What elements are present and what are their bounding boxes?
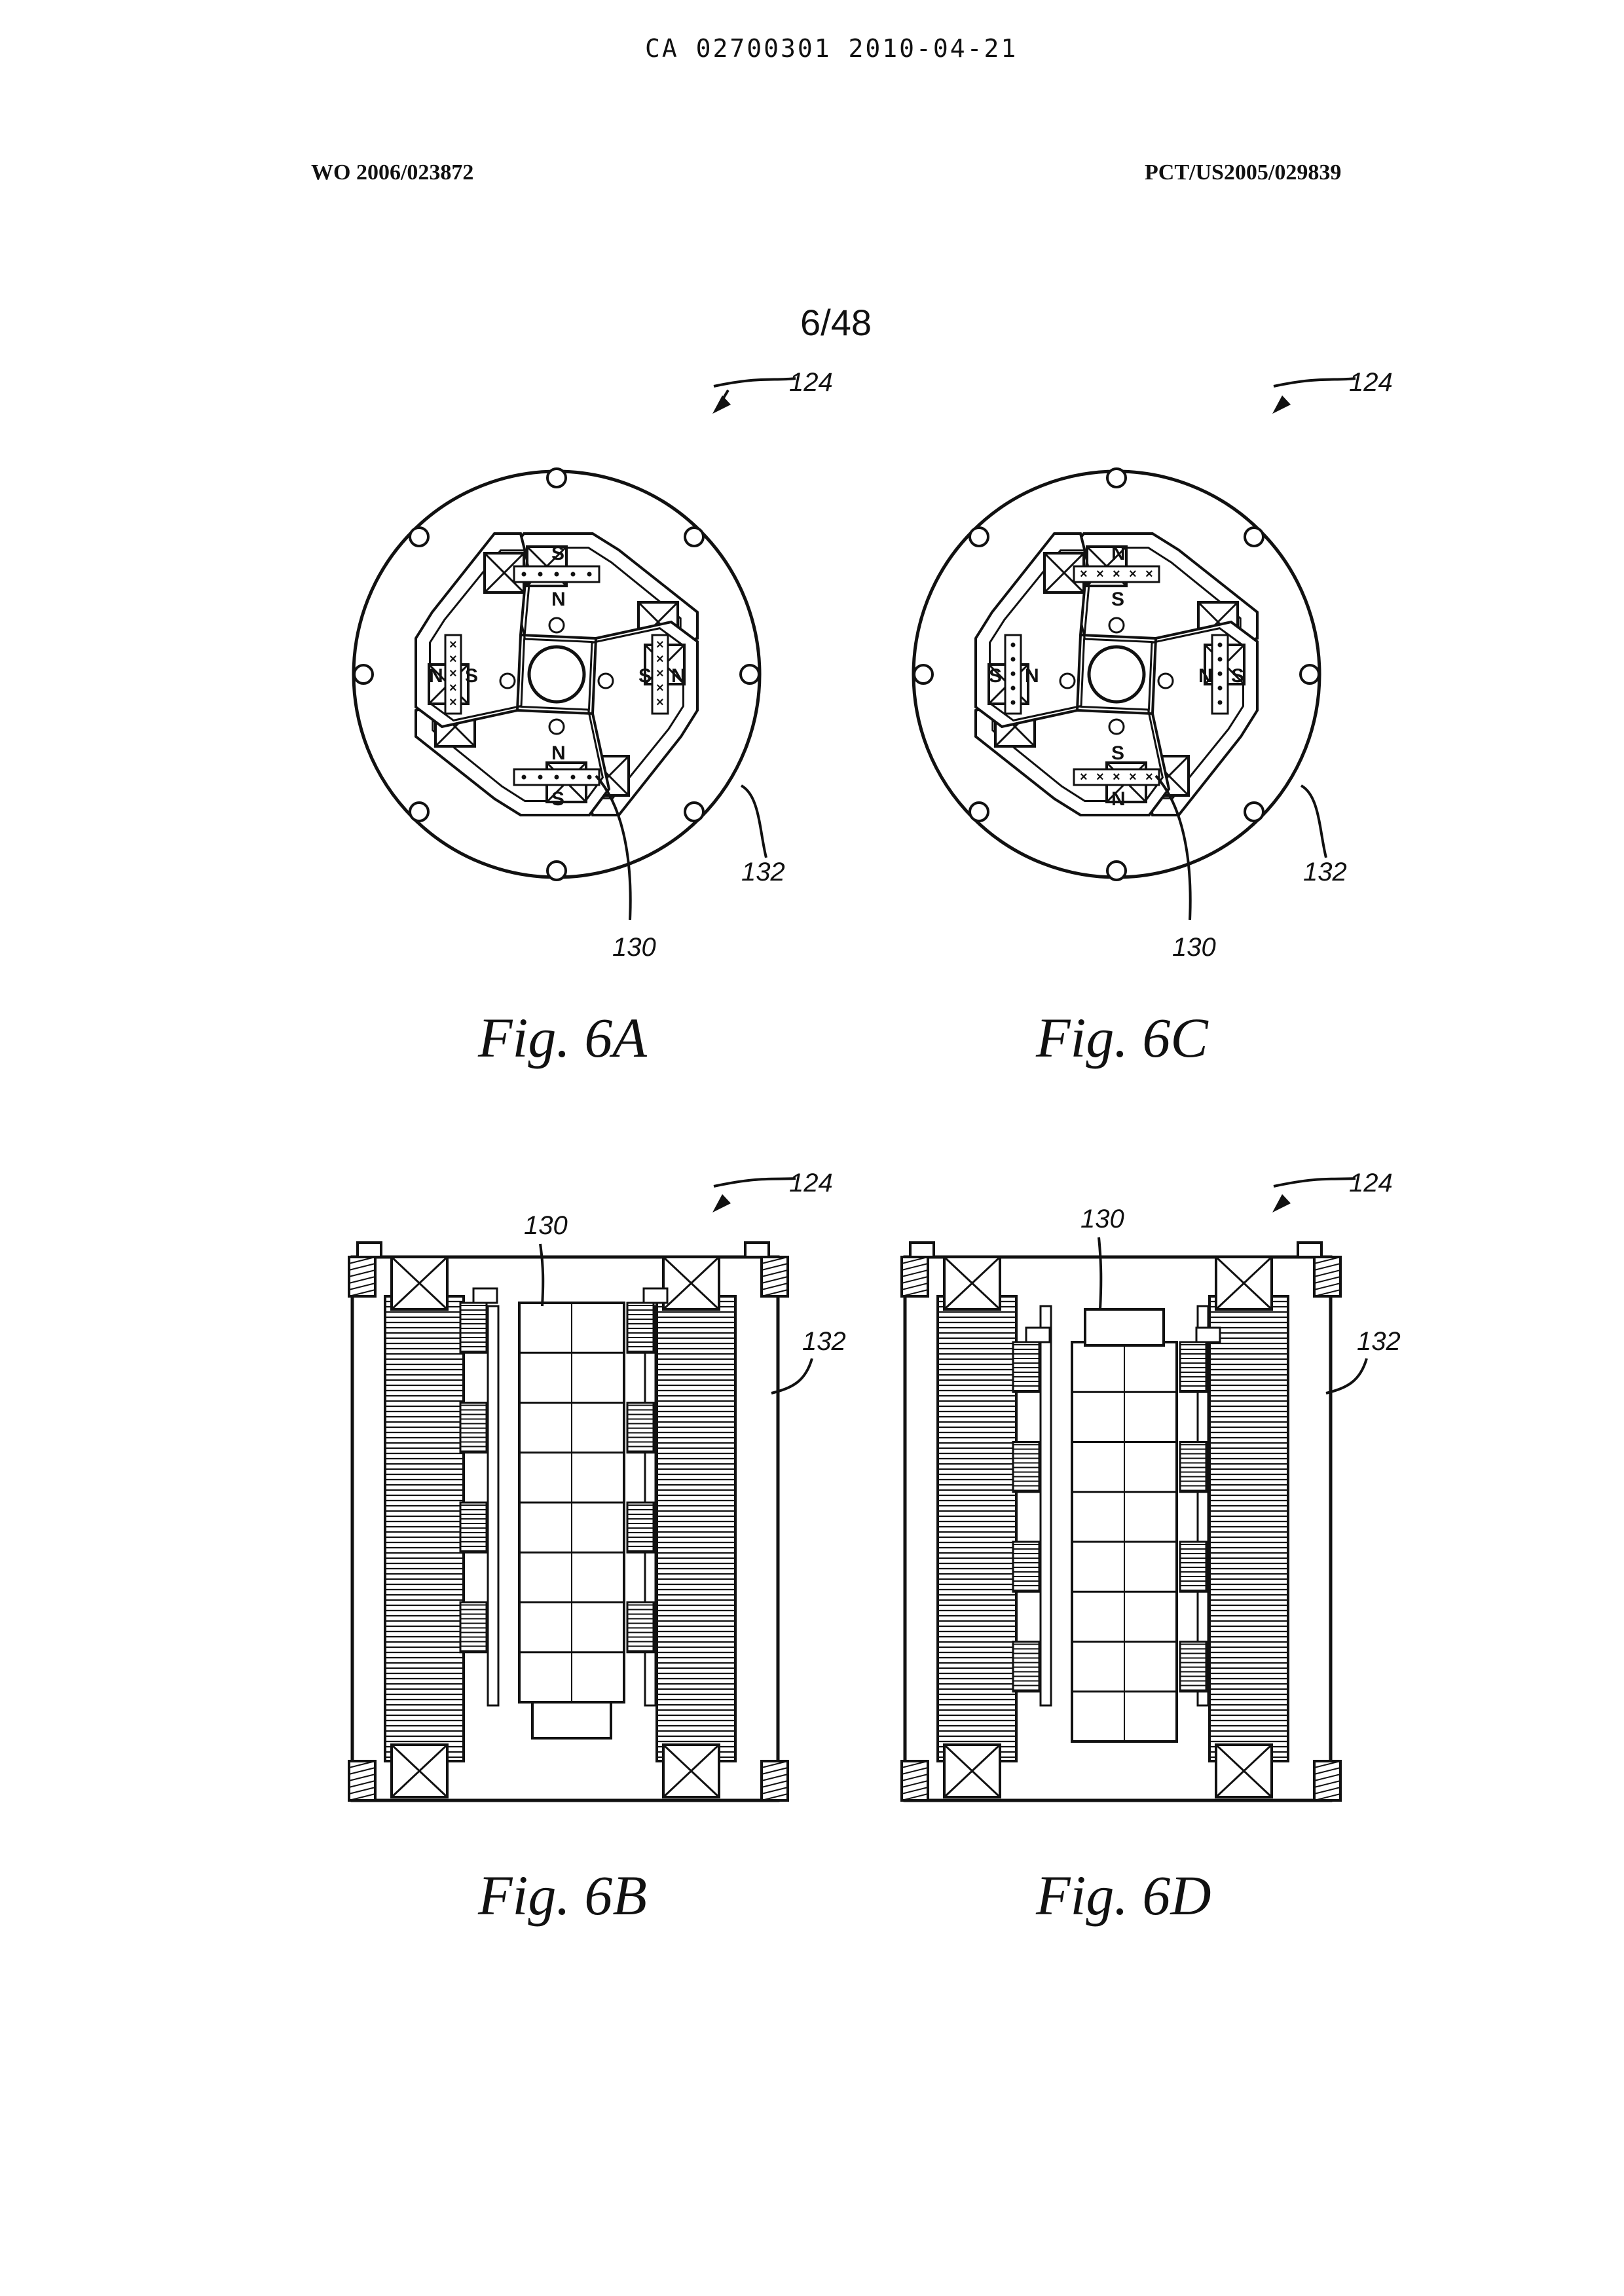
lamination-stack (1209, 1296, 1288, 1761)
ref-label-132: 132 (1357, 1327, 1401, 1356)
spacer-tab (1196, 1328, 1220, 1342)
caption-fig-6d: Fig. 6D (1036, 1863, 1211, 1928)
spacer-tab (1026, 1328, 1050, 1342)
ref-label-130: 130 (1080, 1205, 1124, 1233)
end-cap (1298, 1243, 1321, 1257)
tie-rod (1041, 1306, 1051, 1705)
end-cap (910, 1243, 934, 1257)
lamination-stack (938, 1296, 1016, 1761)
shaft-block (1085, 1309, 1164, 1345)
ref-label-124: 124 (1349, 1169, 1393, 1197)
side-view-6d (902, 1243, 1340, 1800)
caption-fig-6b: Fig. 6B (478, 1863, 647, 1928)
